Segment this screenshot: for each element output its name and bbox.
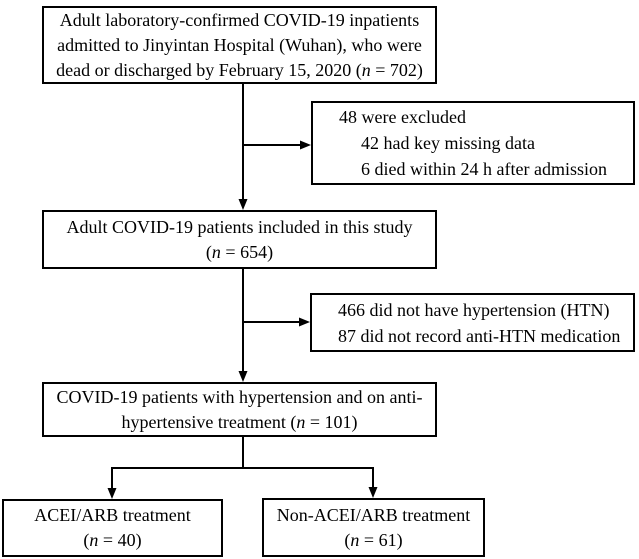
flow-box-acei-arb-group: ACEI/ARB treatment (n = 40) — [2, 499, 223, 557]
flow-box-excluded-2: 466 did not have hypertension (HTN) 87 di… — [310, 293, 635, 352]
excluded2-line-1: 466 did not have hypertension (HTN) — [338, 299, 610, 320]
included-line-1: Adult COVID-19 patients included in this… — [66, 216, 413, 237]
acei-arb-line-2: (n = 40) — [83, 530, 142, 550]
excluded1-line-3: 6 died within 24 h after admission — [361, 159, 607, 179]
excluded2-line-2: 87 did not record anti-HTN medication — [338, 325, 621, 346]
excluded1-line-2: 42 had key missing data — [361, 133, 535, 153]
arrowhead-down-icon — [238, 371, 248, 382]
arrowhead-right-icon — [300, 140, 311, 150]
arrowhead-down-icon — [238, 199, 248, 210]
acei-arb-line-1: ACEI/ARB treatment — [34, 505, 191, 525]
flow-box-excluded-1: 48 were excluded 42 had key missing data 6… — [311, 101, 635, 185]
flow-box-enrollment: Adult laboratory-confirmed COVID-19 inpa… — [42, 6, 437, 84]
top-line-2: admitted to Jinyintan Hospital (Wuhan), … — [57, 34, 422, 55]
hypertension-line-2: hypertensive treatment (n = 101) — [121, 411, 358, 432]
non-acei-arb-line-1: Non-ACEI/ARB treatment — [276, 504, 471, 525]
top-line-3: dead or discharged by February 15, 2020 … — [56, 59, 423, 80]
arrowhead-down-icon — [368, 487, 378, 498]
flow-box-hypertension: COVID-19 patients with hypertension and … — [42, 382, 437, 437]
top-line-1: Adult laboratory-confirmed COVID-19 inpa… — [59, 9, 420, 30]
non-acei-arb-line-2: (n = 61) — [344, 529, 403, 550]
excluded1-line-1: 48 were excluded — [339, 107, 466, 127]
arrowhead-down-icon — [107, 488, 117, 499]
hypertension-line-1: COVID-19 patients with hypertension and … — [56, 386, 423, 407]
arrowhead-right-icon — [299, 317, 310, 327]
flow-box-non-acei-arb-group: Non-ACEI/ARB treatment (n = 61) — [262, 498, 485, 557]
flow-box-included: Adult COVID-19 patients included in this… — [42, 210, 437, 269]
included-line-2: (n = 654) — [205, 241, 274, 262]
